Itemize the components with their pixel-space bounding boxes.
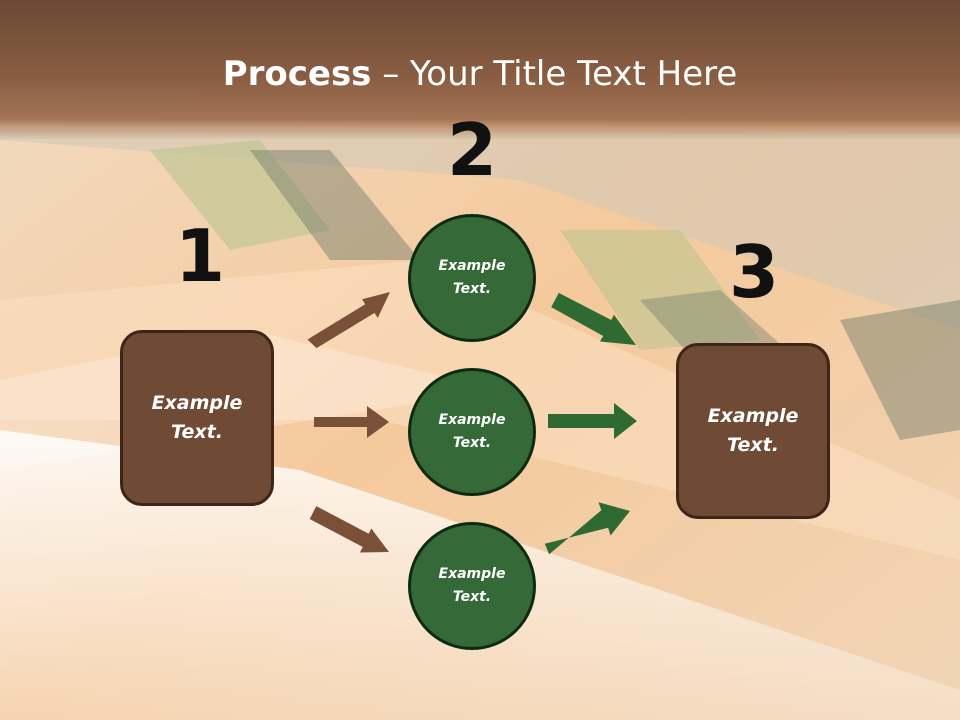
arrow-left-to-bottom-icon xyxy=(309,506,389,553)
right-box-line2: Text. xyxy=(727,434,779,456)
arrow-left-to-middle-icon xyxy=(314,406,389,438)
slide-title: Process – Your Title Text Here xyxy=(0,52,960,96)
right-box-line1: Example xyxy=(707,405,799,427)
right-box: Example Text. xyxy=(676,343,830,519)
left-box-line1: Example xyxy=(151,392,243,414)
left-box-line2: Text. xyxy=(171,421,223,443)
circle-top-line1: Example xyxy=(438,258,506,274)
arrow-middle-to-right-icon xyxy=(548,403,637,439)
title-bar xyxy=(0,0,960,140)
title-rest: – Your Title Text Here xyxy=(371,54,738,94)
circle-bottom-line1: Example xyxy=(438,566,506,582)
circle-bottom: Example Text. xyxy=(408,522,536,650)
circle-middle: Example Text. xyxy=(408,368,536,496)
step-number-2: 2 xyxy=(446,108,498,192)
arrow-bottom-to-right-icon xyxy=(544,502,630,555)
circle-middle-line2: Text. xyxy=(452,435,492,451)
circle-top: Example Text. xyxy=(408,214,536,342)
circle-middle-line1: Example xyxy=(438,412,506,428)
arrow-top-to-right-icon xyxy=(551,292,636,345)
step-number-1: 1 xyxy=(174,214,226,298)
circle-bottom-line2: Text. xyxy=(452,589,492,605)
left-box: Example Text. xyxy=(120,330,274,506)
title-bold: Process xyxy=(222,54,372,94)
circle-top-line2: Text. xyxy=(452,281,492,297)
arrow-left-to-top-icon xyxy=(307,292,390,349)
step-number-3: 3 xyxy=(728,230,780,314)
